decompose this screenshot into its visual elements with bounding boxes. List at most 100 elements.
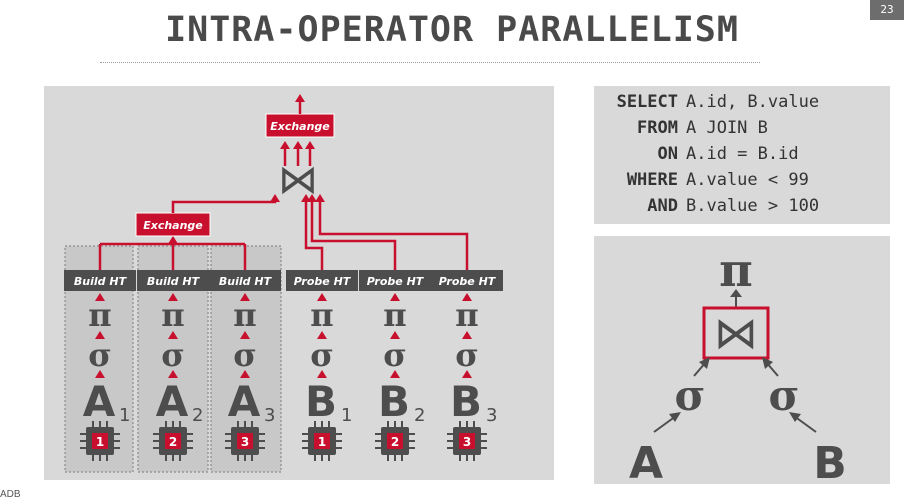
arrowhead-icon	[95, 293, 105, 301]
selection-symbol: σ	[455, 336, 479, 374]
table-name: B	[450, 377, 482, 426]
projection-symbol: π	[455, 296, 478, 334]
arrowhead-icon	[462, 293, 472, 301]
arrowhead-icon	[462, 331, 472, 339]
table-name: A	[83, 377, 116, 426]
logical-edge-b-to-sigma	[793, 415, 817, 433]
slide-title: INTRA-OPERATOR PARALLELISM	[165, 10, 739, 50]
operator-label: Probe HT	[439, 275, 497, 288]
arrowhead-icon	[270, 194, 280, 202]
arrowhead-icon	[168, 331, 178, 339]
operator-box	[64, 270, 136, 291]
logical-plan-canvas: π ⋈ σ σ A B	[629, 243, 847, 484]
sql-keyword: ON	[657, 144, 678, 164]
probe-to-join-line	[318, 201, 469, 270]
partition-number: 3	[264, 405, 275, 426]
selection-symbol: σ	[310, 336, 334, 374]
arrowhead-icon	[762, 357, 773, 369]
arrowhead-icon	[240, 293, 250, 301]
page-number: 23	[870, 0, 904, 20]
sql-clause: A.value < 99	[686, 170, 809, 190]
probe-to-join-line	[310, 201, 397, 270]
arrowhead-icon	[95, 370, 105, 378]
operator-label: Probe HT	[294, 275, 352, 288]
selection-symbol: σ	[383, 336, 407, 374]
arrowhead-icon	[317, 331, 327, 339]
arrowhead-icon	[315, 194, 325, 202]
cpu-core-label: 1	[318, 435, 326, 449]
cpu-core-label: 3	[463, 435, 471, 449]
projection-symbol: π	[233, 296, 256, 334]
sql-line-and: AND B.value > 100	[594, 196, 819, 222]
sql-clause: A.id = B.id	[686, 144, 799, 164]
sql-clause: B.value > 100	[686, 196, 820, 216]
operator-box	[209, 270, 281, 291]
sql-keyword: SELECT	[616, 92, 678, 112]
cpu-core-badge	[237, 433, 253, 449]
title-divider	[100, 62, 760, 63]
footer-fragment: ADB	[0, 489, 21, 500]
arrowhead-icon	[240, 370, 250, 378]
partition-number: 2	[414, 405, 425, 426]
operator-label: Build HT	[147, 275, 201, 288]
arrowhead-icon	[390, 293, 400, 301]
exchange-label: Exchange	[270, 120, 330, 133]
partition-number: 1	[341, 405, 352, 426]
sql-keyword: FROM	[637, 118, 678, 138]
operator-box	[359, 270, 431, 291]
logical-projection-symbol: π	[719, 243, 753, 297]
arrowhead-icon	[317, 293, 327, 301]
operator-label: Probe HT	[367, 275, 425, 288]
logical-table-a: A	[629, 438, 663, 484]
operator-label: Build HT	[219, 275, 273, 288]
arrowhead-icon	[295, 94, 305, 102]
logical-edge-a-to-sigma	[653, 415, 677, 433]
table-name: B	[378, 377, 410, 426]
arrowhead-icon	[168, 236, 178, 244]
partition-number: 1	[119, 405, 130, 426]
sql-line-on: ON A.id = B.id	[594, 144, 799, 170]
arrowhead-icon	[307, 194, 317, 202]
logical-join-box	[702, 306, 770, 360]
arrowhead-icon	[669, 412, 681, 422]
cpu-core-badge	[165, 433, 181, 449]
operator-box	[137, 270, 209, 291]
exchange-to-join-line	[171, 200, 277, 213]
logical-selection-right: σ	[769, 371, 800, 420]
cpu-core-label: 2	[391, 435, 399, 449]
sql-keyword: WHERE	[626, 170, 678, 190]
selection-symbol: σ	[88, 336, 112, 374]
cpu-core-label: 3	[241, 435, 249, 449]
selection-symbol: σ	[233, 336, 257, 374]
projection-symbol: π	[383, 296, 406, 334]
projection-symbol: π	[310, 296, 333, 334]
arrowhead-icon	[168, 370, 178, 378]
cpu-core-label: 2	[169, 435, 177, 449]
operator-box	[431, 270, 503, 291]
arrowhead-icon	[462, 370, 472, 378]
exchange-label: Exchange	[143, 219, 203, 232]
table-name: B	[305, 377, 337, 426]
arrowhead-icon	[789, 412, 801, 422]
cpu-core-badge	[92, 433, 108, 449]
sql-clause: A JOIN B	[686, 118, 768, 138]
table-name: A	[156, 377, 189, 426]
sql-keyword: AND	[647, 196, 678, 216]
logical-join-symbol: ⋈	[714, 308, 758, 359]
arrowhead-icon	[317, 370, 327, 378]
arrowhead-icon	[240, 331, 250, 339]
table-name: A	[228, 377, 261, 426]
probe-to-join-line	[304, 201, 324, 270]
arrowhead-icon	[699, 357, 710, 369]
sql-line-from: FROM A JOIN B	[594, 118, 768, 144]
cpu-core-badge	[314, 433, 330, 449]
partition-number: 3	[486, 405, 497, 426]
sql-line-where: WHERE A.value < 99	[594, 170, 809, 196]
projection-symbol: π	[88, 296, 111, 334]
cpu-core-badge	[387, 433, 403, 449]
selection-symbol: σ	[161, 336, 185, 374]
logical-plan-panel: π ⋈ σ σ A B	[594, 236, 890, 484]
